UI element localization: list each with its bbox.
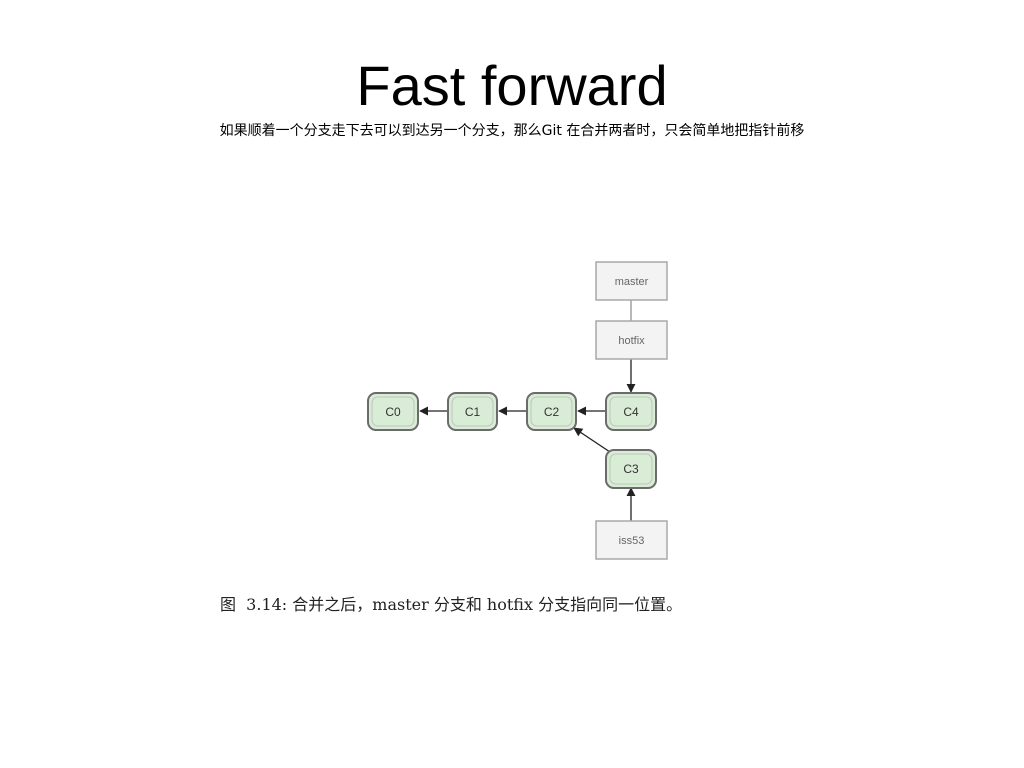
branch-hotfix: hotfix [595, 320, 668, 360]
slide-subtitle: 如果顺着一个分支走下去可以到达另一个分支，那么Git 在合并两者时，只会简单地把… [219, 123, 805, 139]
branch-iss53: iss53 [595, 520, 668, 560]
commit-c4-label: C4 [623, 405, 639, 419]
commit-c1: C1 [447, 392, 498, 431]
branch-master: master [595, 261, 668, 301]
commit-c1-label: C1 [465, 405, 481, 419]
commit-c4: C4 [605, 392, 657, 431]
commit-c2: C2 [526, 392, 577, 431]
commit-c2-label: C2 [544, 405, 560, 419]
branch-hotfix-label: hotfix [618, 335, 645, 347]
edge-c3-c2 [573, 427, 611, 453]
commit-c3: C3 [605, 449, 657, 489]
commit-c0-label: C0 [385, 405, 401, 419]
branch-master-label: master [615, 276, 649, 288]
slide-title: Fast forward [356, 54, 668, 117]
commit-c0: C0 [367, 392, 419, 431]
figure-caption: 图 3.14: 合并之后，master 分支和 hotfix 分支指向同一位置。 [220, 595, 683, 614]
branch-iss53-label: iss53 [619, 535, 645, 547]
commit-c3-label: C3 [623, 462, 639, 476]
